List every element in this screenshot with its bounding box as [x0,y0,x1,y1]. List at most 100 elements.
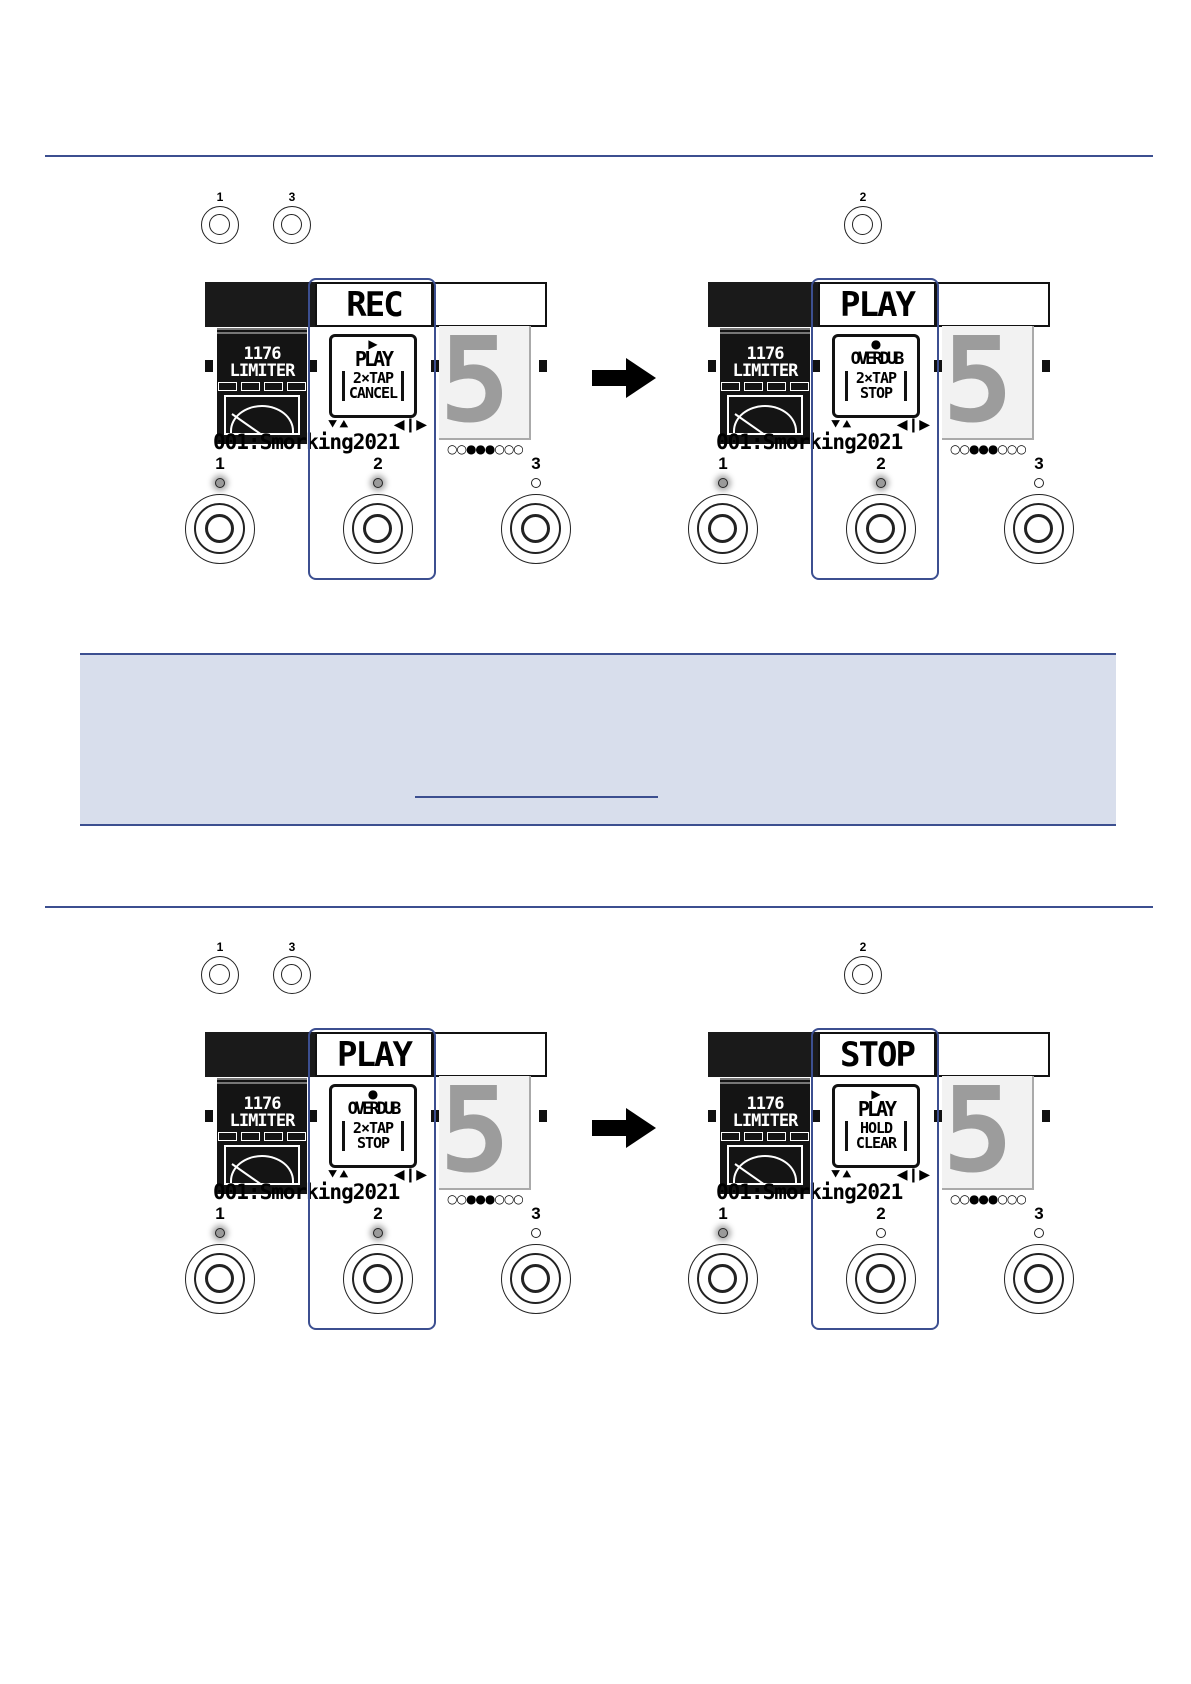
footswitch-icon[interactable] [185,1244,255,1314]
mini-footswitch-label: 3 [288,940,296,954]
footswitch-2[interactable]: 2 [338,1204,418,1314]
looper-action-hint: 2×TAP CANCEL [342,371,404,401]
footswitch-icon[interactable] [688,1244,758,1314]
knob-icon [264,382,283,391]
knob-icon [241,382,260,391]
center-left-marker-icon [812,1110,820,1122]
footswitch-icon[interactable] [844,956,882,994]
footswitch-icon[interactable] [844,206,882,244]
footswitch-icon[interactable] [185,494,255,564]
footswitch-1[interactable]: 1 [683,1204,763,1314]
nav-symbols: ⯆⯅ ◀❙▶ [830,1168,930,1182]
knob-icon [218,1132,237,1141]
footswitch-icon[interactable] [273,956,311,994]
left-right-icon: ◀❙▶ [393,1167,427,1183]
mini-footswitch-label: 3 [288,190,296,204]
led-indicator [718,1228,728,1238]
led-indicator [373,1228,383,1238]
mini-footswitch-1[interactable]: 1 [200,190,240,246]
knob-icon [790,382,809,391]
mini-footswitch-label: 1 [216,940,224,954]
footswitch-number: 2 [876,1204,886,1223]
footswitch-icon[interactable] [501,494,571,564]
mini-footswitch-3[interactable]: 3 [272,940,312,996]
mini-footswitch-1[interactable]: 1 [200,940,240,996]
knob-icon [264,1132,283,1141]
up-down-icon: ⯆⯅ [830,1167,853,1183]
screen-left-header [708,282,818,327]
knob-icon [721,382,740,391]
nav-symbols: ⯆⯅◀❙▶ [830,418,930,432]
mini-footswitch-2[interactable]: 2 [843,190,883,246]
knob-icon [744,382,763,391]
screen-left-panel: 1176 LIMITER [205,282,315,454]
up-down-icon: ⯆⯅ [830,417,853,433]
effect-name: 1176 LIMITER [732,1094,799,1131]
mini-footswitch-2[interactable]: 2 [843,940,883,996]
screen-left-panel: 1176 LIMITER [708,1032,818,1204]
looper-action-hint: 2×TAP STOP [342,1121,404,1151]
footswitch-1[interactable]: 1 [180,454,260,564]
footswitch-3[interactable]: 3 [496,454,576,564]
footswitch-2[interactable]: 2 [841,1204,921,1314]
led-indicator [215,1228,225,1238]
knob-icon [241,1132,260,1141]
center-left-marker-icon [309,360,317,372]
left-right-icon: ◀❙▶ [896,1167,930,1183]
footswitch-icon[interactable] [1004,494,1074,564]
note-link-underline[interactable] [415,796,658,798]
footswitch-icon[interactable] [201,956,239,994]
footswitch-icon[interactable] [846,1244,916,1314]
screen-left-header [205,282,315,327]
footswitch-icon[interactable] [1004,1244,1074,1314]
footswitch-3[interactable]: 3 [999,454,1079,564]
effect-block: 1176 LIMITER [720,328,810,444]
right-marker-icon [1042,360,1050,372]
footswitch-icon[interactable] [273,206,311,244]
note-box [80,653,1116,826]
screen-left-panel: 1176 LIMITER [708,282,818,454]
page-indicator: ○○●●●○○○ [950,442,1027,456]
section-rule-middle [45,906,1153,908]
highlight-frame [308,278,436,580]
screen-left-header [708,1032,818,1077]
led-indicator [876,478,886,488]
highlight-frame [811,1028,939,1330]
effect-knobs [720,1132,810,1141]
up-down-icon: ⯆⯅ [327,1167,350,1183]
footswitch-1[interactable]: 1 [683,454,763,564]
effect-block: 1176 LIMITER [720,1078,810,1194]
looper-action-hint: 2×TAP STOP [845,371,907,401]
screen-left-panel: 1176 LIMITER [205,1032,315,1204]
page-indicator: ○○●●●○○○ [447,1192,524,1206]
mini-footswitch-3[interactable]: 3 [272,190,312,246]
footswitch-2[interactable]: 2 [841,454,921,564]
mini-footswitch-label: 2 [859,940,867,954]
looper-state-label: REC [315,282,433,327]
knob-icon [287,382,306,391]
bank-number: 5 [439,1071,531,1190]
footswitch-icon[interactable] [343,494,413,564]
knob-icon [287,1132,306,1141]
footswitch-icon[interactable] [846,494,916,564]
footswitch-icon[interactable] [343,1244,413,1314]
footswitch-1[interactable]: 1 [180,1204,260,1314]
right-arrow-icon [592,358,656,398]
footswitch-3[interactable]: 3 [496,1204,576,1314]
footswitch-icon[interactable] [688,494,758,564]
left-marker-icon [708,360,716,372]
footswitch-3[interactable]: 3 [999,1204,1079,1314]
footswitch-icon[interactable] [201,206,239,244]
footswitch-icon[interactable] [501,1244,571,1314]
footswitch-number: 2 [373,454,383,473]
footswitch-2[interactable]: 2 [338,454,418,564]
looper-state-label: PLAY [315,1032,433,1077]
